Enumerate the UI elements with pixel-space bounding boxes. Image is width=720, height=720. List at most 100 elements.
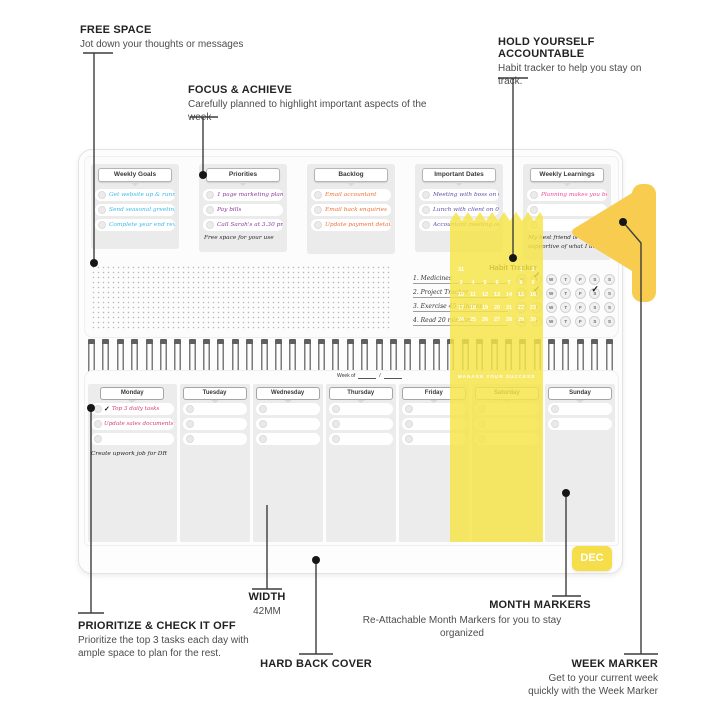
annotation-month-markers: MONTH MARKERS xyxy=(470,599,610,611)
bullet-circle-icon xyxy=(404,405,413,413)
habit-day-circle: S xyxy=(589,315,601,327)
calendar-day: 2 xyxy=(531,267,535,273)
task-slot xyxy=(401,403,466,415)
bullet-circle-icon xyxy=(422,206,430,214)
box-item: Meeting with boss on 03/05 xyxy=(419,189,499,201)
habit-day-circle: T xyxy=(560,273,572,285)
task-slot xyxy=(328,403,393,415)
day-title: Monday xyxy=(100,387,165,403)
task-slot: Update sales documents xyxy=(91,418,174,430)
day-column-thursday: Thursday xyxy=(325,384,396,542)
habit-day-circle: T xyxy=(560,315,572,327)
habit-day-circle: S xyxy=(604,301,615,313)
bullet-circle-icon xyxy=(206,191,214,199)
calendar-day: 5 xyxy=(483,279,487,286)
bullet-circle-icon xyxy=(530,191,538,199)
calendar-day: 12 xyxy=(481,292,489,298)
annotation-title: FREE SPACE xyxy=(80,24,152,36)
calendar-day: 13 xyxy=(493,292,501,298)
day-column-sunday: Sunday xyxy=(544,384,615,542)
box-priorities: Priorities 1 page marketing plan Pay bil… xyxy=(199,164,287,252)
task-slot xyxy=(182,433,247,445)
box-backlog: Backlog Email accountant Email back enqu… xyxy=(307,164,395,254)
annotation-title: WEEK MARKER xyxy=(571,658,658,670)
habit-day-circle: F xyxy=(574,301,586,313)
habit-day-circle: F xyxy=(574,315,586,327)
calendar-day: 25 xyxy=(469,317,477,323)
annotation-desc: Carefully planned to highlight important… xyxy=(188,99,427,124)
bullet-circle-icon xyxy=(331,420,340,428)
habit-day-circle: S xyxy=(604,287,615,299)
blank-line xyxy=(383,373,402,379)
habit-day-circle: T xyxy=(560,301,572,313)
task-slot xyxy=(547,403,612,415)
bullet-circle-icon xyxy=(185,420,194,428)
bullet-circle-icon xyxy=(404,435,413,443)
task-slot xyxy=(182,403,247,415)
annotation-prioritize: PRIORITIZE & CHECK IT OFF Prioritize the… xyxy=(78,620,263,660)
annotation-desc: Jot down your thoughts or messages xyxy=(80,39,244,50)
task-text: Update sales documents xyxy=(104,421,174,427)
calendar-day: 26 xyxy=(481,317,489,323)
box-item: Call Sarah's at 3.30 pm xyxy=(203,219,283,231)
calendar-day xyxy=(491,267,503,273)
habit-day-circle: S xyxy=(604,315,615,327)
box-item-text: Meeting with boss on 03/05 xyxy=(433,192,499,198)
annotation-title: FOCUS & ACHIEVE xyxy=(188,84,293,96)
calendar-day: 7 xyxy=(507,279,511,286)
box-item: Get website up & running xyxy=(95,189,175,201)
bullet-circle-icon xyxy=(331,435,340,443)
calendar-day: 9 xyxy=(531,279,535,286)
box-item: Email back enquiries xyxy=(311,204,391,216)
box-item-text: Send seasonal greetings xyxy=(109,207,175,213)
annotation-desc: Habit tracker to help you stay on track. xyxy=(498,63,642,88)
box-item: Planning makes you better xyxy=(527,189,607,201)
bullet-circle-icon xyxy=(206,206,214,214)
day-tasks xyxy=(253,403,323,445)
box-title: Important Dates xyxy=(422,168,496,186)
day-title: Thursday xyxy=(328,387,393,403)
annotation-title: HARD BACK COVER xyxy=(260,658,372,670)
checkmark-icon: ✓ xyxy=(104,406,110,413)
task-slot xyxy=(401,418,466,430)
habit-day-circle: W xyxy=(545,273,557,285)
calendar-day: 30 xyxy=(529,317,537,323)
calendar-day: 16 xyxy=(529,292,537,298)
annotation-title: HOLD YOURSELF ACCOUNTABLE xyxy=(498,36,595,60)
calendar-day xyxy=(467,267,479,273)
box-note: My best friend is so supportive of what … xyxy=(528,235,597,251)
calendar-day: 23 xyxy=(529,304,537,311)
calendar-day: 24 xyxy=(457,317,465,323)
box-title: Weekly Goals xyxy=(98,168,172,186)
task-slot xyxy=(328,433,393,445)
calendar-day: 14 xyxy=(505,292,513,298)
box-item-text: Planning makes you better xyxy=(541,192,607,198)
week-of-separator: / xyxy=(379,373,381,379)
habit-day-circle: T xyxy=(560,287,572,299)
day-note: Create upwork job for DR xyxy=(91,451,167,457)
day-title: Tuesday xyxy=(182,387,247,403)
calendar-day: 11 xyxy=(470,292,476,298)
calendar-day: 1 xyxy=(519,267,523,273)
annotation-desc: 42MM xyxy=(253,606,281,617)
day-column-wednesday: Wednesday xyxy=(252,384,323,542)
annotation-desc: Prioritize the top 3 tasks each day with… xyxy=(78,635,249,660)
bullet-circle-icon xyxy=(94,435,102,443)
box-title: Priorities xyxy=(206,168,280,186)
annotation-title: WIDTH xyxy=(248,591,286,603)
calendar-day: 3 xyxy=(459,279,463,286)
box-item-text: Pay bills xyxy=(217,207,242,213)
day-title: Wednesday xyxy=(255,387,320,403)
box-item xyxy=(527,204,607,216)
habit-day-circle: S✓ xyxy=(589,284,601,299)
box-item-text: Lunch with client on 04/05 xyxy=(433,207,499,213)
task-slot xyxy=(182,418,247,430)
bullet-circle-icon xyxy=(314,221,322,229)
annotation-hard-back-cover: HARD BACK COVER xyxy=(246,658,386,670)
calendar-day: 29 xyxy=(517,317,525,323)
